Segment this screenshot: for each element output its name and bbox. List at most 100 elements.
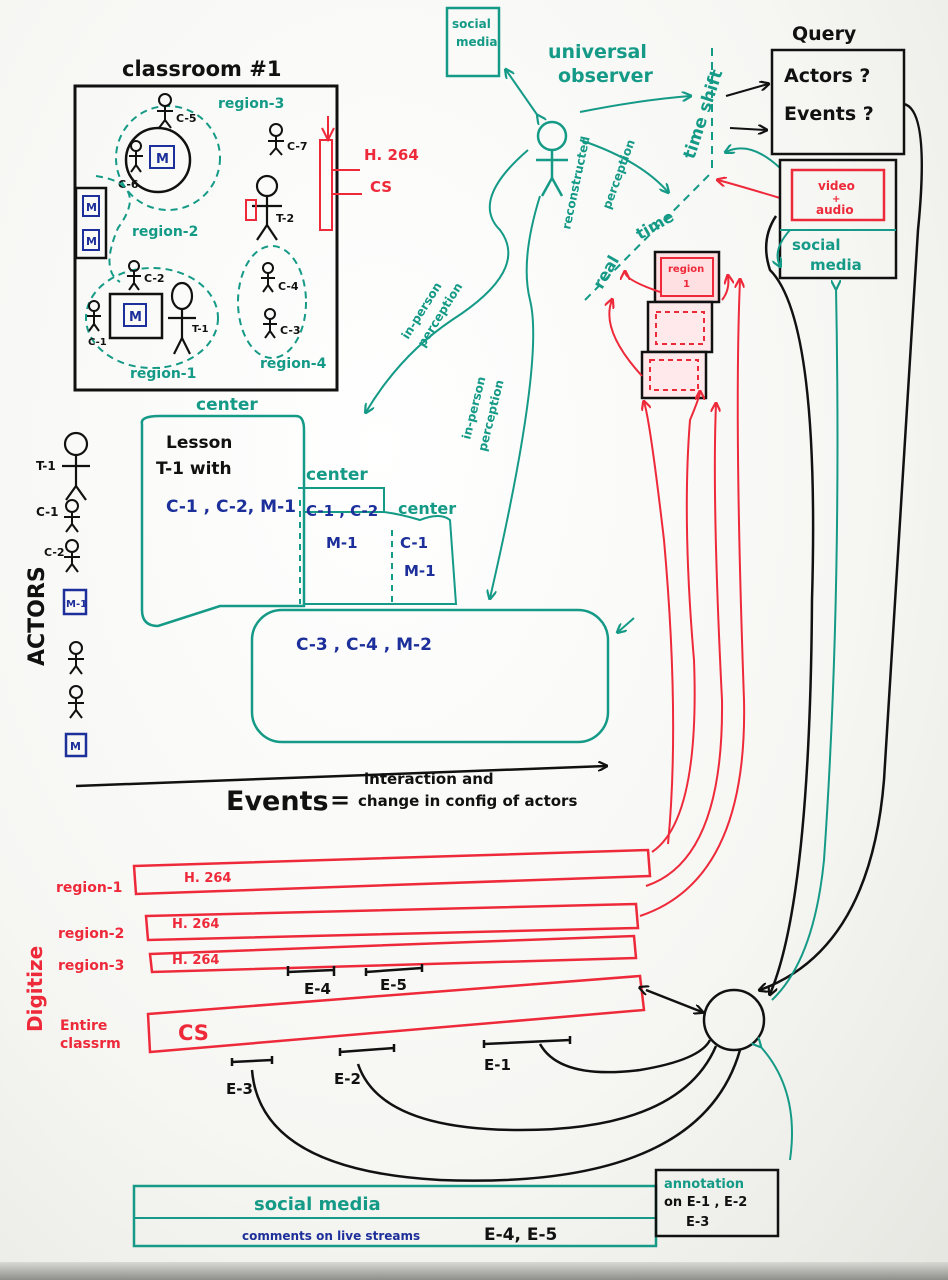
query-actors: Actors ?	[784, 65, 870, 87]
arrow-hub-cs	[646, 990, 702, 1012]
teal-arc-query	[726, 148, 781, 169]
wall-monitor-1	[82, 195, 100, 217]
stick-figure-t1	[168, 281, 196, 355]
social-media-top-line2: media	[456, 35, 497, 49]
center-2-label: center	[306, 465, 368, 485]
query-section: Query Actors ? Events ? video + audio so…	[726, 23, 906, 280]
red-curve-1	[651, 392, 700, 853]
region-1-label: region-1	[130, 366, 196, 382]
center-2-line1: C-1 , C-2	[306, 502, 378, 520]
event-mark-e4: E-4	[304, 980, 331, 998]
red-curve-4	[644, 402, 675, 845]
stick-figure-c7	[268, 123, 284, 156]
center-2-outline	[298, 487, 385, 513]
actor-figure-c2	[64, 539, 80, 573]
centers-section: center Lesson T-1 with C-1 , C-2, M-1 ce…	[140, 395, 610, 744]
label-t2: T-2	[276, 212, 294, 225]
table-region-1	[108, 292, 164, 340]
real-time-label-2: time	[633, 207, 678, 244]
stream-label-region-1: region-1	[56, 880, 122, 896]
query-box	[770, 48, 906, 156]
table-c5-c6	[124, 126, 192, 194]
stream-label-entire-2: classrm	[60, 1036, 121, 1052]
center-3-line2: M-1	[404, 562, 436, 580]
arrow-observer-social	[506, 70, 538, 116]
real-time-label-1: real	[589, 252, 623, 292]
events-word: Events	[226, 786, 329, 817]
wall-monitor-2-label: M	[86, 235, 97, 248]
label-c6: C-6	[118, 178, 139, 191]
event-mark-e1: E-1	[484, 1056, 511, 1074]
actor-label-c2: C-2	[44, 546, 65, 559]
red-curve-2	[645, 404, 724, 887]
query-title: Query	[792, 23, 857, 45]
event-marks	[230, 964, 572, 1066]
red-arrow-to-timeshift	[718, 180, 781, 199]
stick-figure-c6	[129, 140, 143, 173]
events-definition: Events = interaction and change in confi…	[75, 766, 606, 817]
wall-monitor-1-label: M	[86, 201, 97, 214]
actor-monitor-m1	[62, 588, 88, 616]
actors-legend: ACTORS T-1 C-1 C-2 M-1 M	[25, 431, 90, 758]
video-audio-box	[790, 168, 886, 222]
sensor-label-cs: CS	[370, 178, 392, 196]
classroom-title: classroom #1	[122, 57, 281, 81]
digitize-heading: Digitize	[23, 946, 47, 1032]
region-3-label: region-3	[218, 96, 284, 112]
actor-figure-c1	[64, 499, 80, 533]
social-stream-label: social media	[254, 1194, 381, 1215]
center-1-outline	[140, 414, 306, 628]
annotation-line1: annotation	[664, 1177, 744, 1192]
whiteboard-frame	[0, 1262, 948, 1280]
time-arrow	[75, 766, 606, 788]
center-1-line2: T-1 with	[156, 459, 232, 479]
annotation-line3: E-3	[686, 1215, 709, 1230]
film-frame-1	[653, 250, 721, 304]
social-stream-section: social media comments on live streams E-…	[132, 1168, 780, 1248]
antenna-icon	[321, 116, 335, 143]
annotation-line2: on E-1 , E-2	[664, 1195, 747, 1210]
stream-codec-region-1: H. 264	[184, 871, 231, 886]
arrow-small-teal	[618, 617, 635, 632]
events-equals: =	[330, 786, 350, 814]
label-c5: C-5	[176, 112, 197, 125]
red-arrow-to-realtime-1	[625, 272, 661, 293]
stream-label-region-2: region-2	[58, 926, 124, 942]
hub-circle	[702, 988, 766, 1052]
center-1-line3: C-1 , C-2, M-1	[166, 497, 296, 517]
stream-label-region-3: region-3	[58, 958, 124, 974]
video-audio-line1: video	[818, 179, 855, 193]
video-audio-outer	[778, 158, 898, 280]
social-stream-events: E-4, E-5	[484, 1225, 557, 1245]
label-c7: C-7	[287, 140, 308, 153]
red-arrow-to-realtime-2	[609, 300, 643, 377]
film-frame-label-1: region	[668, 264, 704, 275]
wall-monitor-frame	[74, 186, 108, 260]
monitor-region-1-label: M	[129, 310, 142, 325]
arrow-observer-timeshift	[579, 96, 690, 113]
camera-sensor	[319, 139, 333, 231]
region-1-boundary	[85, 267, 219, 369]
region-2-label: region-2	[132, 224, 198, 240]
reconstructed-label: reconstructed	[559, 135, 592, 231]
query-social-line2: media	[810, 256, 862, 274]
observer-section: social media universal observer reconstr…	[366, 6, 781, 632]
curve-query-hub	[760, 102, 924, 990]
monitor-region-3-label: M	[156, 152, 169, 167]
sensor-box-small	[245, 199, 257, 221]
stream-codec-region-2: H. 264	[172, 917, 219, 932]
actors-heading: ACTORS	[25, 566, 50, 666]
real-time-axis	[584, 171, 713, 301]
events-def-line2: change in config of actors	[358, 792, 577, 810]
stick-figure-c4	[261, 262, 275, 293]
group-box	[250, 608, 610, 744]
annotation-box	[654, 1168, 780, 1238]
digitize-section: Digitize region-1 H. 264 region-2 H. 264…	[23, 848, 652, 1098]
film-frame-label-2: 1	[683, 279, 690, 290]
stick-figure-c2	[127, 260, 141, 291]
actor-figure-generic-1	[68, 641, 84, 675]
annotation-hub	[250, 102, 924, 1182]
social-media-box-top	[445, 6, 501, 78]
